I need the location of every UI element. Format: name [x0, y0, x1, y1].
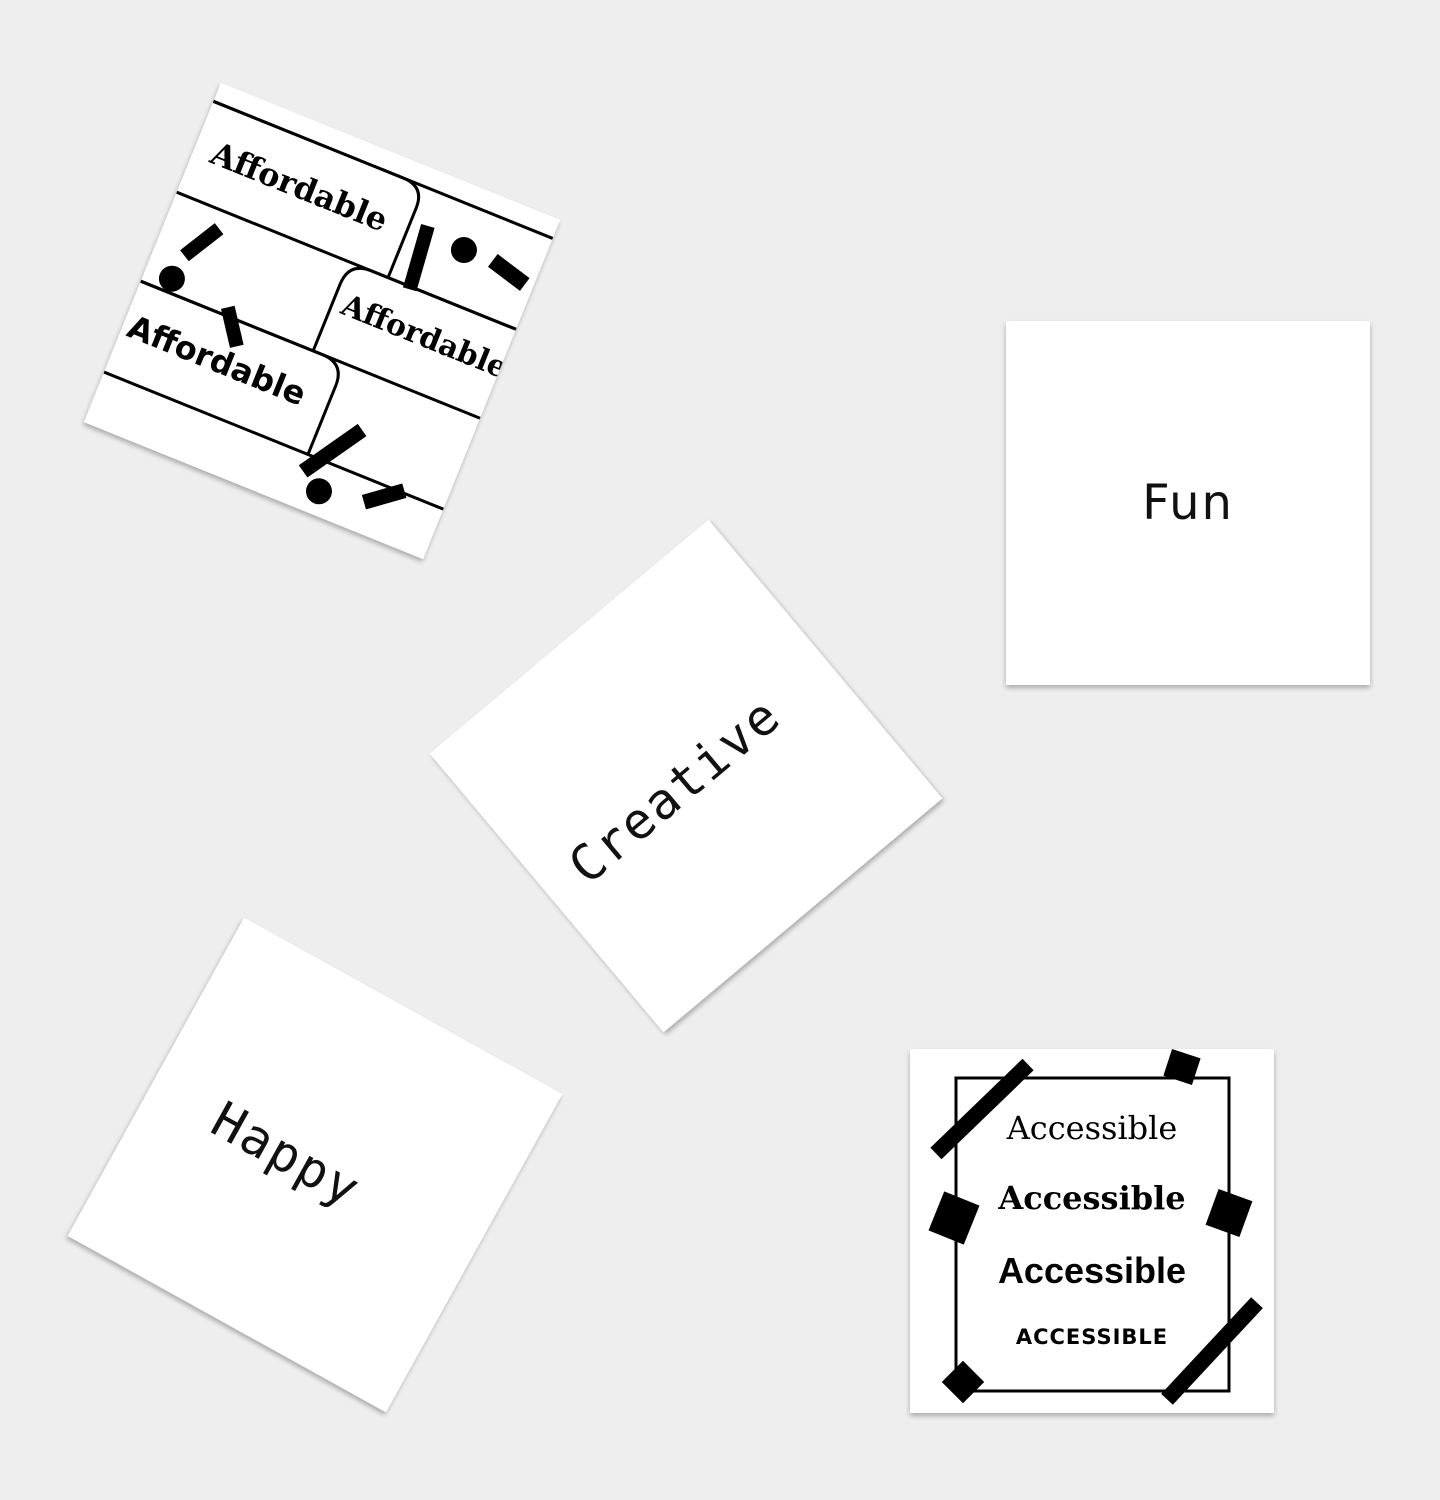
accessible-word-1: Accessible	[1006, 1109, 1178, 1147]
pattern-tab-outline	[212, 99, 421, 279]
fun-word: Fun	[1142, 475, 1234, 531]
tape-corner	[1163, 1049, 1201, 1085]
pattern-tab-outline	[311, 266, 517, 352]
tape-corner	[941, 1360, 985, 1404]
tape-corner	[928, 1191, 980, 1245]
tape-corner	[1205, 1188, 1253, 1238]
confetti-bar	[361, 483, 407, 510]
pattern-tab-outline	[140, 279, 340, 456]
confetti-dot	[450, 236, 477, 263]
happy-word: Happy	[202, 1090, 371, 1220]
tape-strip	[930, 1058, 1034, 1160]
fun-card[interactable]: Fun	[1006, 321, 1370, 685]
tape-strip	[1161, 1297, 1263, 1405]
creative-card[interactable]: Creative	[429, 519, 943, 1033]
confetti-bar	[488, 254, 530, 291]
pattern-divider-line	[103, 370, 444, 511]
confetti-dot	[158, 265, 185, 292]
confetti-bar	[180, 223, 224, 262]
affordable-pattern	[103, 99, 554, 511]
confetti-dot	[305, 478, 332, 505]
accessible-word-3: Accessible	[997, 1250, 1187, 1291]
creative-word: Creative	[557, 685, 792, 896]
confetti-bar	[298, 423, 367, 478]
accessible-card[interactable]: Accessible Accessible Accessible ACCESSI…	[910, 1049, 1274, 1413]
confetti-bar	[220, 305, 244, 348]
accessible-word-2: Accessible	[998, 1179, 1186, 1217]
happy-card[interactable]: Happy	[67, 917, 563, 1413]
affordable-card[interactable]: Affordable Affordable Affordable	[83, 82, 561, 560]
confetti-bar	[402, 223, 435, 292]
accessible-pattern	[928, 1049, 1263, 1405]
accessible-word-4: ACCESSIBLE	[1015, 1325, 1169, 1349]
